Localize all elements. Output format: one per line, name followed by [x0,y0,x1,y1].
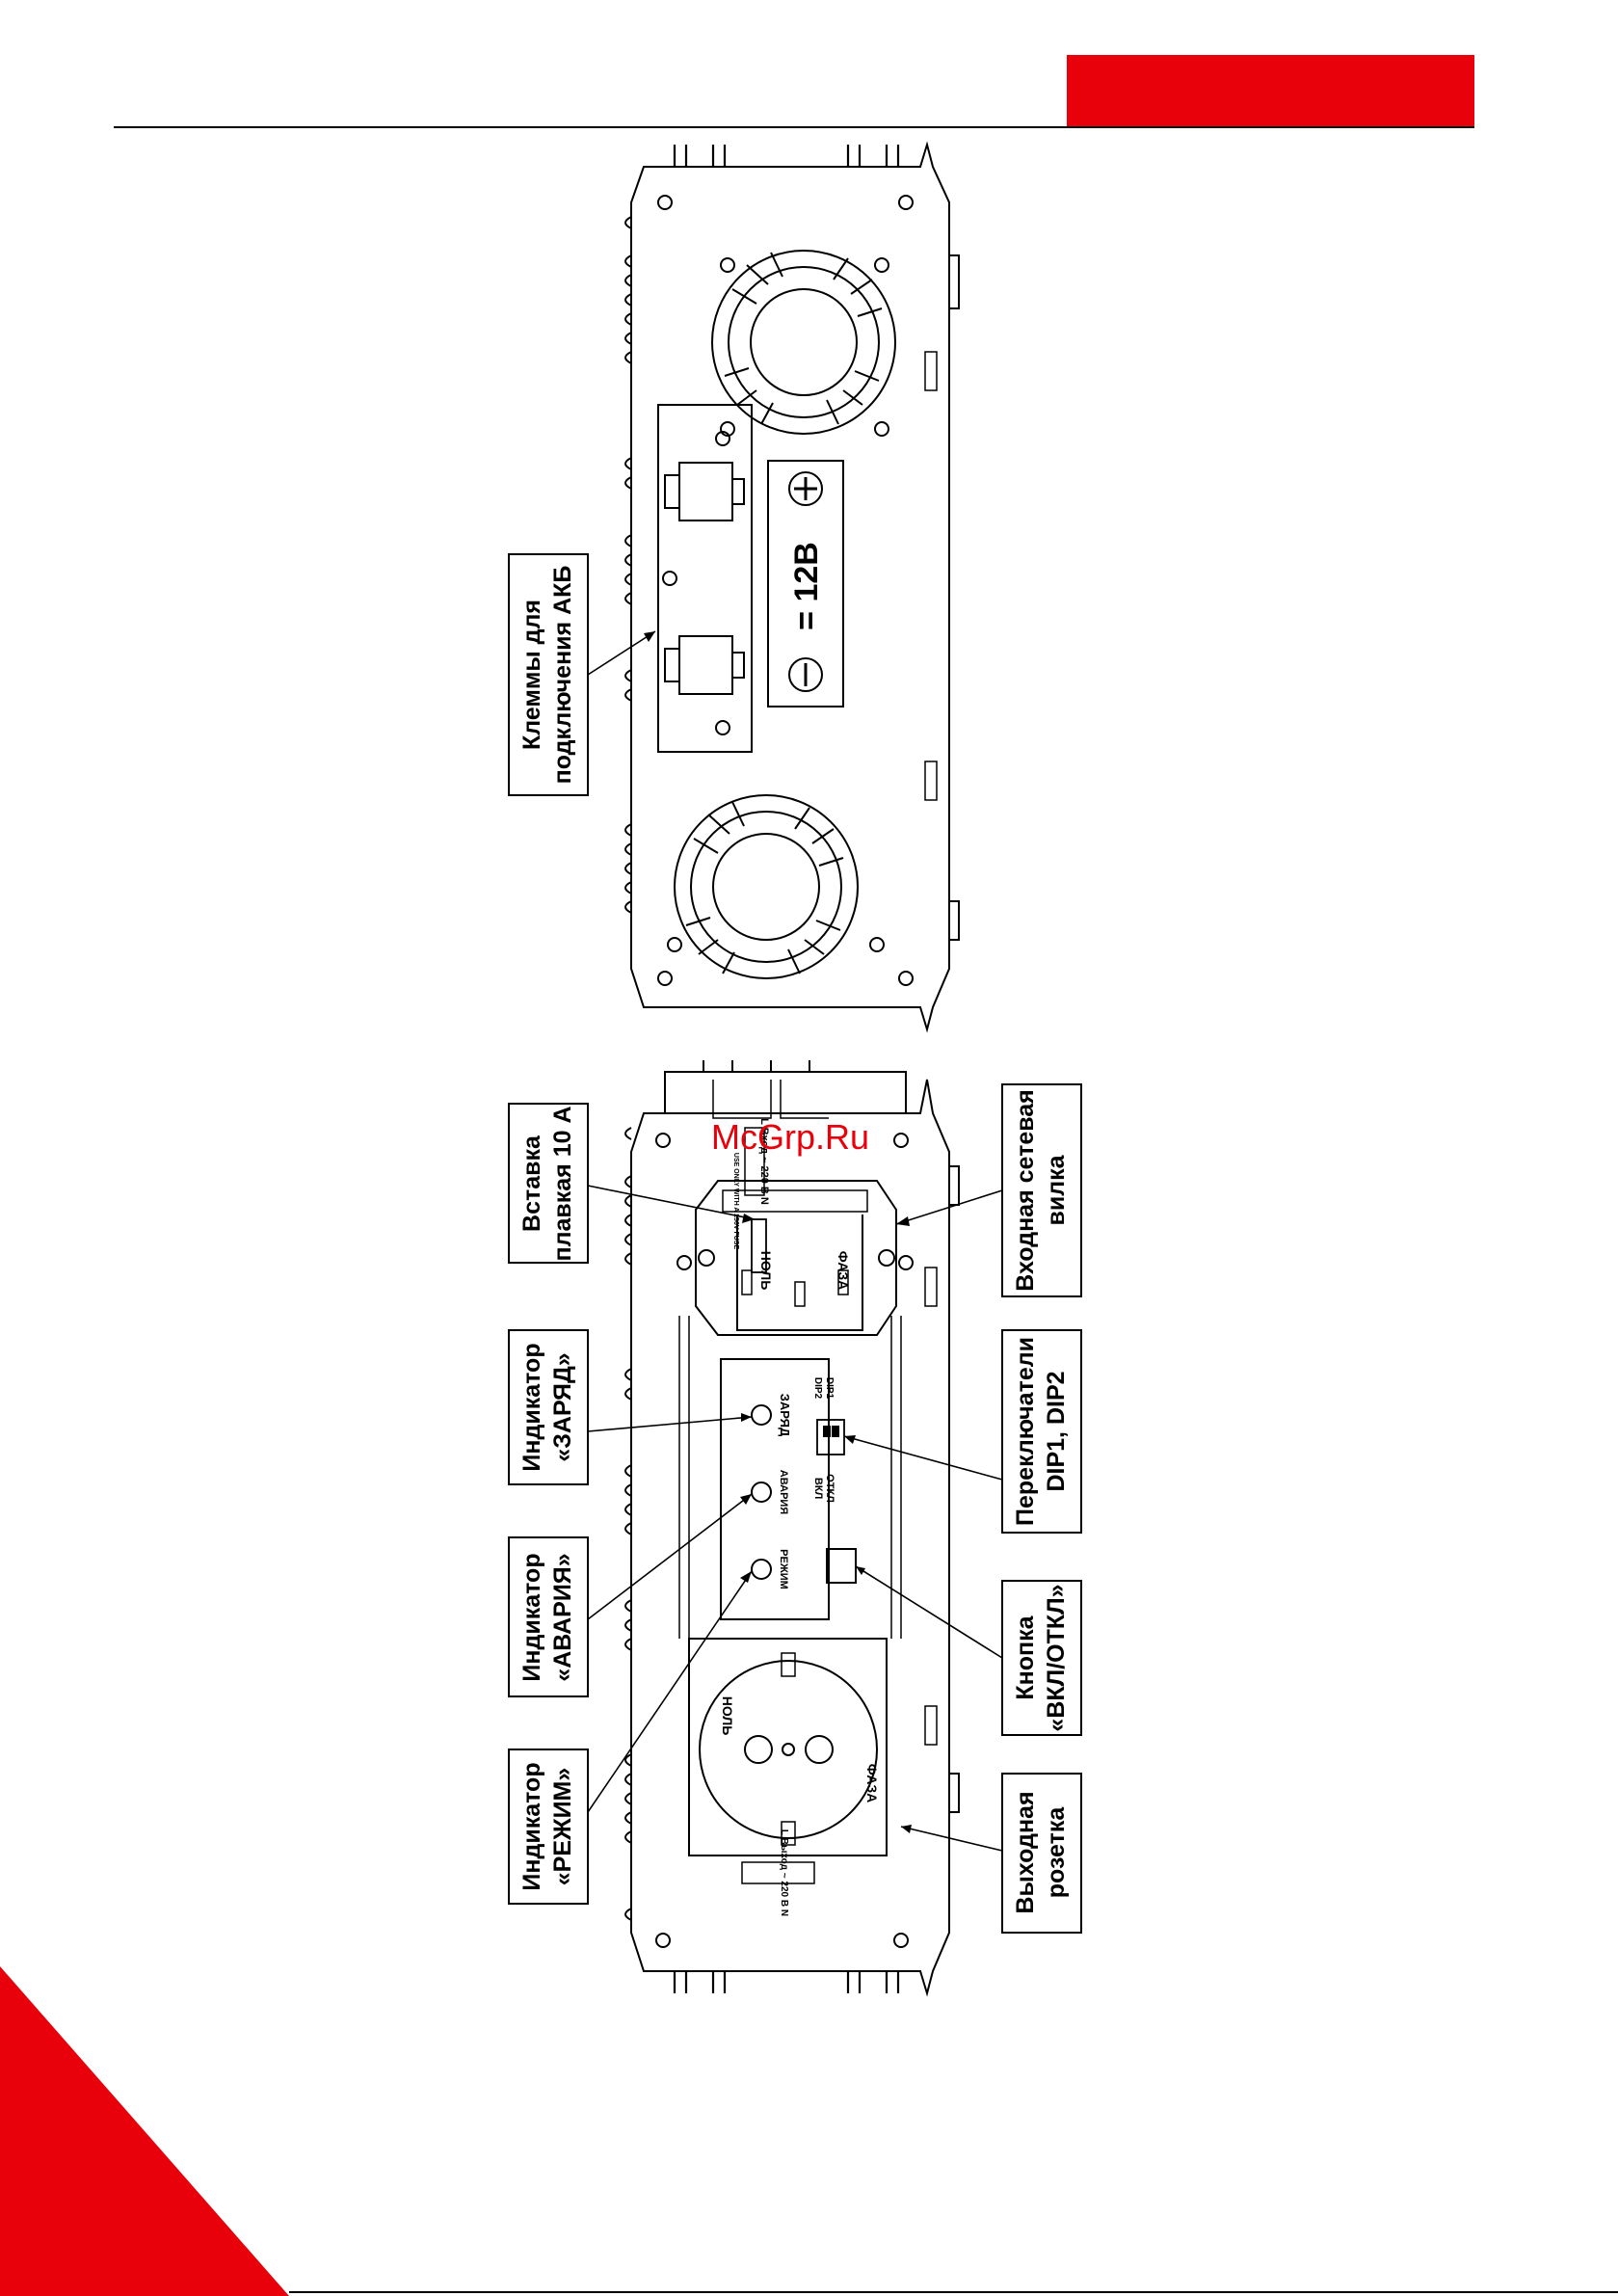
socket-neutral-label: НОЛЬ [720,1696,735,1736]
callout-power-inlet [1001,1083,1082,1297]
callout-button-line2: «ВКЛ/ОТКЛ» [1043,1584,1070,1731]
leader-arrows [644,631,912,1833]
dip1-label: DIP1 [824,1377,835,1400]
power-inlet-plate [695,1180,897,1336]
callout-inlet-line2: вилка [1043,1154,1070,1225]
battery-terminal-block [657,404,753,753]
led-charge-label: ЗАРЯД [778,1394,792,1437]
control-panel-plate [720,1358,830,1620]
plus-icon [788,471,823,506]
header-red-tab [1067,55,1474,127]
inlet-neutral-label: НОЛЬ [758,1251,774,1291]
plus-icon-cross [794,477,817,500]
led-fault-label: АВАРИЯ [778,1470,789,1515]
callout-dip-line2: DIP1, DIP2 [1043,1371,1070,1491]
dip2-label: DIP2 [812,1377,823,1400]
callout-mode-line2: «РЕЖИМ» [549,1768,576,1886]
callout-battery-line1: Клеммы для [518,600,545,750]
dip-switch-block[interactable] [816,1419,845,1455]
power-button[interactable] [826,1548,857,1584]
button-off-label: ОТКЛ [824,1474,836,1503]
battery-polarity-plate [767,460,844,707]
watermark: McGrp.Ru [711,1117,869,1157]
inlet-phase-label: ФАЗА [836,1251,851,1291]
led-mode [751,1559,772,1580]
battery-voltage-label: = 12В [788,542,825,630]
rear-fan-top [711,250,896,437]
input-rating-strip [744,1127,765,1196]
button-on-label: ВКЛ [812,1478,824,1499]
output-socket-face [699,1660,878,1839]
front-fins-left [624,1127,632,1921]
callout-fault-line2: «АВАРИЯ» [549,1553,576,1681]
output-socket-plate [688,1638,888,1856]
rear-fan-bottom [667,794,885,979]
leader-lines [587,630,1003,1852]
led-charge [751,1404,772,1426]
front-housing [630,1079,950,1997]
callout-dip-switches [1001,1329,1082,1534]
front-panel [624,1060,960,1997]
rear-panel [624,141,960,1033]
terminal-minus [664,635,745,735]
callout-charge-line2: «ЗАРЯД» [549,1352,576,1461]
callout-mode-line1: Индикатор [518,1762,545,1890]
callout-fuse-line1: Вставка [518,1135,545,1232]
callout-fault-led [508,1536,589,1697]
callout-output-socket [1001,1773,1082,1934]
fuse-note-text: USE ONLY WITH A 250V FUSE [732,1153,739,1250]
socket-phase-label: ФАЗА [864,1764,880,1803]
led-fault [751,1482,772,1503]
callout-fuse [508,1103,589,1264]
led-mode-label: РЕЖИМ [778,1549,789,1589]
callout-inlet-line1: Входная сетевая [1012,1089,1039,1292]
callout-fault-line1: Индикатор [518,1553,545,1681]
callout-charge-led [508,1329,589,1485]
callout-fuse-line2: плавкая 10 А [549,1106,576,1261]
rear-fins-left [624,216,632,914]
minus-icon [788,657,823,692]
input-strip-text: L Вход ~ 220 В N [758,1118,770,1205]
callout-charge-line1: Индикатор [518,1343,545,1471]
callout-mode-led [508,1749,589,1905]
output-strip-text: L Выход ~ 220 В N [779,1829,789,1916]
rear-fins-top [673,145,900,167]
callout-battery-line2: подключения АКБ [549,566,576,785]
fuse-holder [751,1218,767,1273]
corner-red-triangle [0,1966,289,2296]
callout-dip-line1: Переключатели [1012,1337,1039,1526]
terminal-plus [664,431,745,521]
output-rating-strip [741,1861,815,1884]
rear-housing [630,141,950,1033]
callout-socket-line1: Выходная [1012,1791,1039,1913]
callout-button-line1: Кнопка [1012,1615,1039,1699]
callout-socket-line2: розетка [1043,1806,1070,1899]
